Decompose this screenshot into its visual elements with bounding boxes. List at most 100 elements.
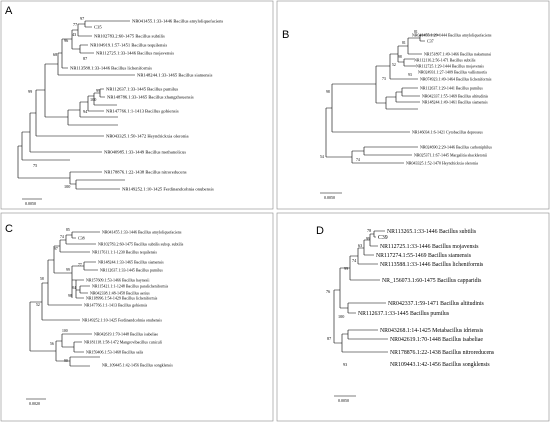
leaf-label: NR112637.1:33-1445 Bacillus pumilus xyxy=(100,268,163,273)
leaf-label: NR148244.1:33-1465 Bacillus siamensis xyxy=(137,73,213,78)
leaf-label: NR149252.1:10-1425 Ferdinandcohnia onube… xyxy=(122,187,214,192)
leaf-label: NR112116.2:56-1471 Bacillus subtilis xyxy=(414,58,476,63)
bootstrap-value: 77 xyxy=(73,22,77,27)
bootstrap-value: 74 xyxy=(60,235,64,239)
panel-d-leaves: NR113265.1:33-1446 Bacillus subtilis C39… xyxy=(358,229,495,368)
leaf-label: C39 xyxy=(378,235,388,241)
bootstrap-value: 97 xyxy=(80,16,84,21)
bootstrap-value: 68 xyxy=(53,52,57,57)
bootstrap-value: 76 xyxy=(326,289,330,294)
leaf-label: NR112637.1:33-1445 Bacillus pumilus xyxy=(106,87,178,92)
panel-b-scale-bar: 0.0050 xyxy=(320,192,342,200)
leaf-label: NR102783.2:60-1475 Bacillus subtilis sub… xyxy=(98,242,184,247)
panel-a-branches xyxy=(17,20,135,190)
leaf-label: NR043325.1:52-1470 Heyndrickxia oleronia xyxy=(406,161,478,166)
leaf-label: NR151897.1:49-1466 Bacillus nakamurai xyxy=(424,52,492,57)
leaf-label: NR147766.1:1-1413 Bacillus gobiensis xyxy=(84,303,148,308)
leaf-label: NR042619.1:70-1448 Bacillus isabeliae xyxy=(94,332,158,337)
bootstrap-value: 56 xyxy=(50,342,54,346)
leaf-label: NR117274.1:55-1469 Bacillus siamensis xyxy=(376,253,472,259)
bootstrap-value: 99 xyxy=(96,88,100,93)
leaf-label: NR157609.1:53-1466 Bacillus haynesii xyxy=(86,278,150,283)
bootstrap-value: 100 xyxy=(62,329,68,333)
bootstrap-value: 84 xyxy=(72,286,76,290)
bootstrap-value: 94 xyxy=(83,109,88,114)
bootstrap-value: 98 xyxy=(398,55,402,59)
bootstrap-value: 97 xyxy=(54,247,58,251)
bootstrap-value: 77 xyxy=(78,263,82,267)
leaf-label: NR040985.1:33-1449 Bacillus methanolicus xyxy=(104,150,186,155)
bootstrap-value: 99 xyxy=(66,268,70,272)
panel-c-label: C xyxy=(5,223,13,235)
leaf-label: NR118996.1:54-1429 Bacillus licheniformi… xyxy=(86,296,158,301)
bootstrap-value: 81 xyxy=(414,30,418,34)
leaf-label: NR042337.1:59-1471 Bacillus altitudinis xyxy=(388,301,485,307)
scale-label: 0.0050 xyxy=(324,195,335,200)
leaf-label: NR148786.1:33-1465 Bacillus zhangzhouens… xyxy=(107,95,194,100)
leaf-label: NR117611.1:1-1230 Bacillus tequilensis xyxy=(92,250,157,255)
leaf-label: NR024690.2:29-1446 Bacillus carboniphilu… xyxy=(420,145,492,150)
panel-a-label: A xyxy=(5,5,13,17)
leaf-label: NR041455.1:33-1446 Bacillus amyloliquefa… xyxy=(132,19,223,24)
leaf-label: NR112725.1:33-1446 Bacillus mojavensis xyxy=(380,244,479,250)
bootstrap-value: 100 xyxy=(338,314,344,319)
bootstrap-value: 87 xyxy=(327,336,331,341)
panel-d-frame xyxy=(276,212,550,422)
bootstrap-value: 78 xyxy=(367,228,371,233)
bootstrap-value: 81 xyxy=(402,41,406,45)
bootstrap-value: 96 xyxy=(64,38,68,43)
bootstrap-value: 90 xyxy=(64,359,68,363)
panel-c: C NR041455.1:33-1446 Bacillus amylolique… xyxy=(0,212,274,422)
leaf-label: NR178876.1:22-1438 Bacillus nitroreducen… xyxy=(390,350,495,356)
bootstrap-value: 93 xyxy=(408,73,412,77)
leaf-label: NR178876.1:22-1438 Bacillus nitroreducen… xyxy=(104,170,187,175)
panel-d: D NR113265.1:33-1446 Bacillus subtilis C… xyxy=(276,212,550,422)
bootstrap-value: 63 xyxy=(358,243,362,248)
leaf-label: NR104919.1:57-1451 Bacillus tequilensis xyxy=(90,43,167,48)
leaf-label: C37 xyxy=(427,39,434,44)
scale-label: 0.0050 xyxy=(338,398,349,403)
bootstrap-value: 54 xyxy=(320,155,324,159)
panel-b-bootstraps: 81 81 98 52 93 73 98 54 74 xyxy=(320,30,418,162)
bootstrap-value: 52 xyxy=(36,303,40,307)
bootstrap-value: 73 xyxy=(382,77,386,81)
leaf-label: NR074923.1:49-1464 Bacillus licheniformi… xyxy=(420,77,492,82)
bootstrap-value: 99 xyxy=(344,266,348,271)
leaf-label: NR042338.1:48-1458 Bacillus aerius xyxy=(90,291,150,296)
leaf-label: C38 xyxy=(78,236,85,241)
leaf-label: NR113588.1:33-1446 Bacillus licheniformi… xyxy=(70,66,152,71)
panel-d-label: D xyxy=(316,225,324,237)
bootstrap-value: 52 xyxy=(392,63,396,67)
leaf-label: NR042337.1:55-1469 Bacillus altitudinis xyxy=(422,94,489,99)
bootstrap-value: 74 xyxy=(356,158,360,162)
leaf-label: NR181118.1:58-1472 Mangrovibacillus cuni… xyxy=(84,340,163,345)
bootstrap-value: 93 xyxy=(343,362,347,367)
panel-c-leaves: NR041455.1:33-1446 Bacillus amyloliquefa… xyxy=(78,230,184,368)
scale-label: 0.0050 xyxy=(25,201,36,206)
leaf-label: NR024931.1:27-1409 Bacillus vallismortis xyxy=(418,70,487,75)
bootstrap-value: 43 xyxy=(72,32,76,37)
panel-a-scale-bar: 0.0050 xyxy=(22,198,42,206)
leaf-label: NR149252.1:10-1425 Ferdinandcohnia onube… xyxy=(82,318,162,323)
leaf-label: NR115421.1:1-1248 Bacillus paralichenifo… xyxy=(92,284,169,289)
leaf-label: NR112725.1:29-1444 Bacillus mojavensis xyxy=(416,64,484,69)
panel-d-branches xyxy=(333,230,388,353)
panel-c-scale-bar: 0.0020 xyxy=(26,398,46,406)
bootstrap-value: 98 xyxy=(326,90,330,94)
panel-a-leaves: NR041455.1:33-1446 Bacillus amyloliquefa… xyxy=(70,19,223,192)
panel-c-frame xyxy=(0,212,274,422)
bootstrap-value: 85 xyxy=(66,228,70,232)
leaf-label: NR147766.1:1-1413 Bacillus gobiensis xyxy=(106,109,179,114)
leaf-label: NR148244.1:49-1461 Bacillus siamensis xyxy=(422,100,488,105)
bootstrap-value: 100 xyxy=(90,97,96,102)
panel-a-frame xyxy=(0,0,274,210)
leaf-label: NR112637.1:33-1445 Bacillus pumilus xyxy=(358,311,450,317)
leaf-label: NR113588.1:33-1446 Bacillus licheniformi… xyxy=(380,261,484,268)
leaf-label: NR_109445.1:42-1456 Bacillus songklensis xyxy=(102,363,173,368)
panel-c-branches xyxy=(29,231,100,367)
panel-b: B NR041455.1:29-1444 Bacillus amylolique… xyxy=(276,0,550,210)
leaf-label: NR041455.1:29-1444 Bacillus amyloliquefa… xyxy=(412,33,492,38)
leaf-label: NR043325.1:50-1472 Heyndrickxia oleronia xyxy=(106,134,189,139)
leaf-label: NR112637.1:29-1441 Bacillus pumilus xyxy=(420,86,483,91)
